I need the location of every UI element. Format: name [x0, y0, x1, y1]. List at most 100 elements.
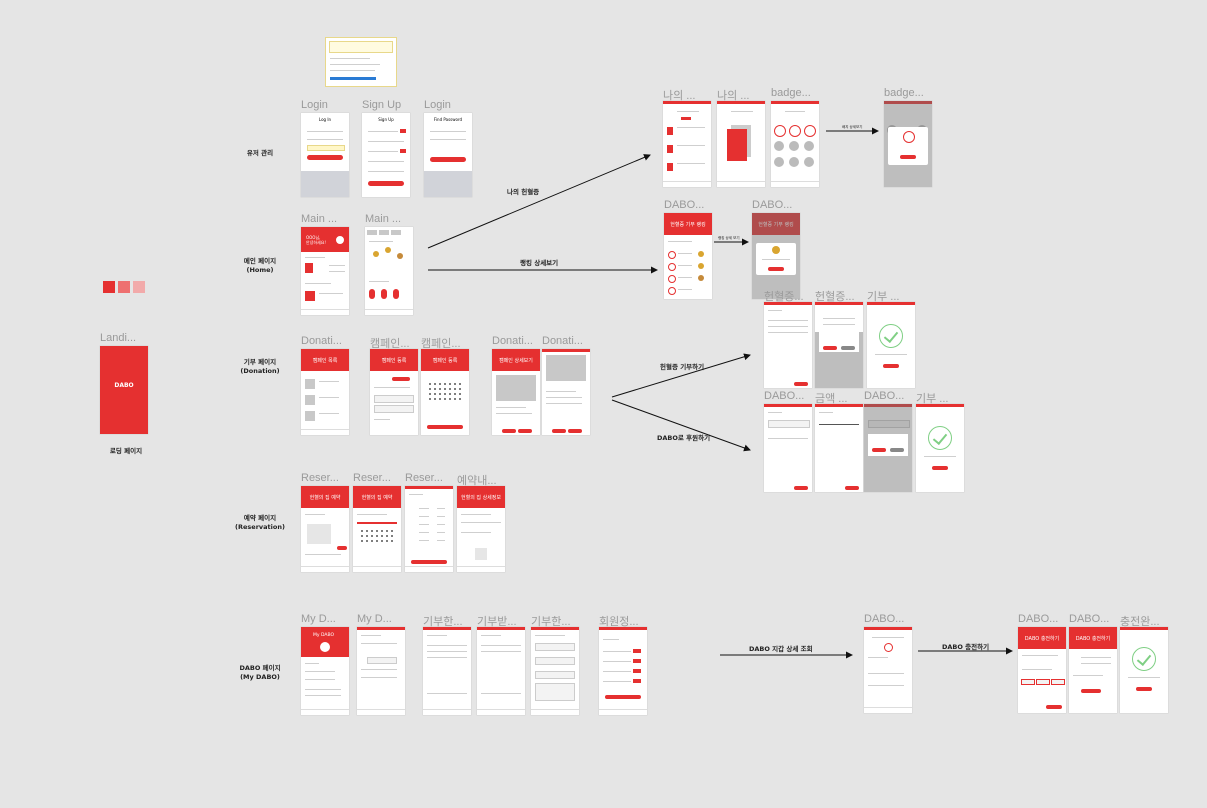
main-banner-text: OOO님, 안녕하세요! — [306, 235, 327, 245]
arrow-label-charge: DABO 충전하기 — [942, 643, 990, 651]
landing-frame[interactable]: DABO — [100, 346, 148, 434]
campaign-list-frame[interactable]: 캠페인 목록 — [301, 349, 349, 435]
ranking-header: 헌혈증 기부 랭킹 — [664, 213, 712, 235]
my-dabo-frame-2[interactable] — [357, 627, 405, 715]
frame-title-myd-2: My D... — [357, 613, 392, 625]
arrow-label-badge: 배지 상세보기 — [842, 125, 863, 129]
give-complete-frame-1[interactable] — [867, 302, 915, 388]
arrow-label-dabo-give: DABO로 후원하기 — [657, 434, 711, 442]
frame-title-donation-3: Donati... — [542, 335, 583, 347]
section-label-donation: 기부 페이지 (Donation) — [240, 358, 280, 375]
wallet-frame[interactable] — [864, 627, 912, 713]
frame-title-donation-1: Donati... — [301, 335, 342, 347]
campaign-register-frame-1[interactable]: 캠페인 등록 — [370, 349, 418, 435]
frame-title-give-2: 기부 ... — [916, 393, 949, 405]
my-cert-frame-1[interactable] — [663, 101, 711, 187]
arrow-label-wallet: DABO 지갑 상세 조회 — [749, 645, 813, 653]
login-frame[interactable]: Log In — [301, 113, 349, 197]
frame-title-wallet: DABO... — [864, 613, 905, 625]
frame-title-my-2: 나의 ... — [717, 90, 750, 102]
frame-title-landing: Landi... — [100, 332, 137, 344]
frame-title-main-1: Main ... — [301, 213, 338, 225]
ranking-frame-1[interactable]: 헌혈증 기부 랭킹 — [664, 213, 712, 299]
arrow-cert-give — [611, 353, 751, 398]
calendar[interactable] — [429, 383, 461, 400]
frame-title-main-2: Main ... — [365, 213, 402, 225]
cert-give-frame-1[interactable] — [764, 302, 812, 388]
campaign-list-header: 캠페인 목록 — [301, 349, 349, 371]
frame-title-my-1: 나의 ... — [663, 90, 696, 102]
frame-title-myd-1: My D... — [301, 613, 336, 625]
find-password-button[interactable] — [430, 157, 466, 162]
frame-title-amount: 금액 ... — [815, 393, 848, 405]
blood-drop-icon — [335, 235, 345, 245]
my-dabo-frame-1[interactable]: My DABO — [301, 627, 349, 715]
signup-button[interactable] — [368, 181, 404, 186]
give-complete-frame-2[interactable] — [916, 404, 964, 492]
reservation-frame-1[interactable]: 헌혈의 집 예약 — [301, 486, 349, 572]
dabo-give-frame-1[interactable] — [764, 404, 812, 492]
charge-frame-2[interactable]: DABO 충전하기 — [1069, 627, 1117, 713]
reservation-frame-3[interactable] — [405, 486, 453, 572]
color-swatch-2 — [118, 281, 130, 293]
reservation-frame-2[interactable]: 헌혈의 집 예약 — [353, 486, 401, 572]
section-label-reservation: 예약 페이지 (Reservation) — [235, 514, 285, 531]
landing-caption: 로딩 페이지 — [109, 447, 143, 455]
arrow-label-rank-small: 랭킹 상세 보기 — [718, 236, 740, 240]
color-swatch-3 — [133, 281, 145, 293]
frame-title-campaign-1: 캠페인... — [370, 338, 410, 350]
section-label-main: 메인 페이지 (Home) — [243, 257, 277, 274]
campaign-detail-frame-1[interactable]: 캠페인 상세보기 — [492, 349, 540, 435]
badge-frame-2[interactable] — [884, 101, 932, 187]
frame-title-give-1: 기부 ... — [867, 291, 900, 303]
frame-title-res-4: 예약내... — [457, 475, 497, 487]
dabo-give-frame-2[interactable] — [864, 404, 912, 492]
frame-title-dabo-b: DABO... — [864, 390, 905, 402]
login-button[interactable] — [307, 155, 343, 160]
find-password-frame[interactable]: Find Password — [424, 113, 472, 197]
frame-title-done: 충전완... — [1120, 616, 1160, 628]
ranking-frame-2[interactable]: 헌혈증 기부 랭킹 — [752, 213, 800, 299]
check-icon — [879, 324, 903, 348]
arrow-label-my-cert: 나의 헌혈증 — [507, 188, 540, 196]
my-cert-frame-2[interactable] — [717, 101, 765, 187]
frame-title-dabo-a: DABO... — [764, 390, 805, 402]
reservation-detail-frame[interactable]: 헌혈의 집 상세정보 — [457, 486, 505, 572]
charge-frame-1[interactable]: DABO 충전하기 — [1018, 627, 1066, 713]
arrow-dabo-give — [611, 399, 751, 452]
frame-title-cert-1: 헌혈증... — [764, 291, 804, 303]
frame-title-res-3: Reser... — [405, 472, 443, 484]
signup-frame[interactable]: Sign Up — [362, 113, 410, 197]
frame-title-dabo-rank-1: DABO... — [664, 199, 705, 211]
find-password-header: Find Password — [433, 117, 463, 122]
ranking-modal — [756, 243, 796, 275]
tab-bar[interactable] — [301, 309, 349, 315]
donated-history-frame-1[interactable] — [423, 627, 471, 715]
frame-title-charge-1: DABO... — [1018, 613, 1059, 625]
frame-title-badge-1: badge... — [771, 87, 811, 99]
signup-header: Sign Up — [378, 117, 394, 122]
cert-give-frame-2[interactable] — [815, 302, 863, 388]
dabo-logo: DABO — [114, 382, 134, 389]
campaign-register-frame-2[interactable]: 캠페인 등록 — [421, 349, 469, 435]
arrow-label-cert-give: 헌혈증 기부하기 — [660, 363, 705, 371]
charge-complete-frame[interactable] — [1120, 627, 1168, 713]
frame-title-signup: Sign Up — [362, 99, 402, 111]
frame-title-badge-2: badge... — [884, 87, 924, 99]
frame-title-res-1: Reser... — [301, 472, 339, 484]
badge-frame-1[interactable] — [771, 101, 819, 187]
donated-history-frame-2[interactable] — [531, 627, 579, 715]
frame-title-dabo-rank-2: DABO... — [752, 199, 793, 211]
section-label-mydabo: DABO 페이지 (My DABO) — [239, 664, 281, 681]
arrow-my-cert — [427, 154, 651, 249]
campaign-detail-frame-2[interactable] — [542, 349, 590, 435]
main-frame-2[interactable] — [365, 227, 413, 315]
received-history-frame[interactable] — [477, 627, 525, 715]
charge-header: DABO 충전하기 — [1018, 627, 1066, 649]
member-info-frame[interactable] — [599, 627, 647, 715]
frame-title-gb-1: 기부받... — [477, 616, 517, 628]
profile-icon — [319, 641, 331, 653]
main-frame-1[interactable]: OOO님, 안녕하세요! — [301, 227, 349, 315]
amount-frame[interactable] — [815, 404, 863, 492]
